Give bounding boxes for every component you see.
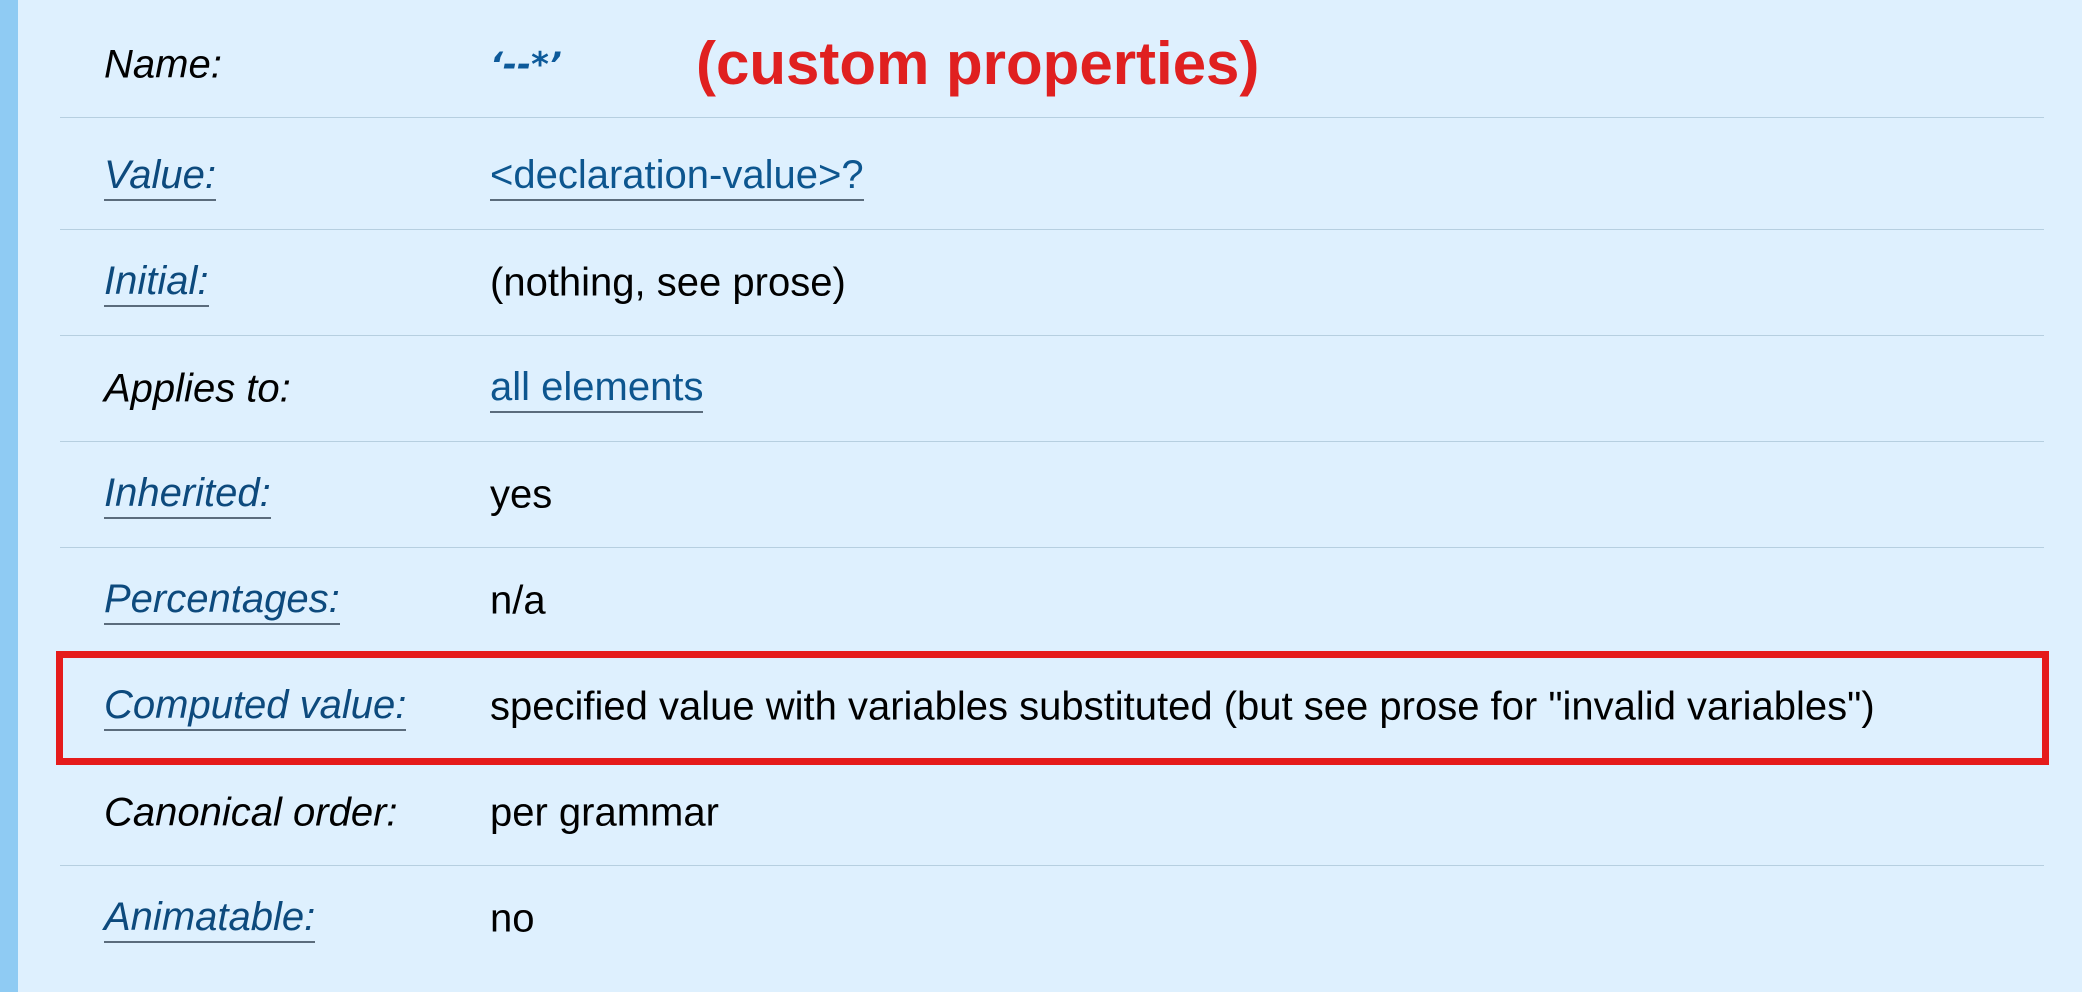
all-elements-link[interactable]: all elements: [490, 365, 704, 413]
row-label-inherited-link[interactable]: Inherited:: [104, 471, 271, 519]
custom-properties-annotation: (custom properties): [696, 29, 1260, 97]
row-initial: Initial: (nothing, see prose): [60, 230, 2044, 336]
row-percentages: Percentages: n/a: [60, 548, 2044, 654]
row-label-canonical-order: Canonical order:: [104, 790, 398, 834]
row-applies-to: Applies to: all elements: [60, 336, 2044, 442]
row-animatable: Animatable: no: [60, 866, 2044, 972]
row-value-computed-value: specified value with variables substitut…: [490, 684, 1875, 728]
row-label-value-link[interactable]: Value:: [104, 153, 216, 201]
row-value: Value: <declaration-value>?: [60, 124, 2044, 230]
row-label-applies-to: Applies to:: [104, 366, 291, 410]
row-canonical-order: Canonical order: per grammar: [60, 760, 2044, 866]
row-value-animatable: no: [490, 896, 535, 941]
declaration-value-link[interactable]: <declaration-value>?: [490, 153, 864, 201]
row-value-name: ‘--*’: [490, 44, 562, 85]
row-value-initial: (nothing, see prose): [490, 260, 846, 304]
row-label-computed-value-link[interactable]: Computed value:: [104, 683, 407, 731]
row-computed-value: Computed value: specified value with var…: [60, 654, 2044, 760]
row-name: Name: ‘--*’ (custom properties): [60, 12, 2044, 118]
row-inherited: Inherited: yes: [60, 442, 2044, 548]
row-label-percentages-link[interactable]: Percentages:: [104, 577, 340, 625]
row-value-canonical-order: per grammar: [490, 790, 719, 834]
left-accent-bar: [0, 0, 18, 992]
row-value-inherited: yes: [490, 472, 553, 516]
row-label-animatable-link[interactable]: Animatable:: [104, 895, 316, 943]
row-value-percentages: n/a: [490, 578, 546, 622]
row-label-name: Name:: [104, 42, 222, 86]
row-label-initial-link[interactable]: Initial:: [104, 259, 209, 307]
